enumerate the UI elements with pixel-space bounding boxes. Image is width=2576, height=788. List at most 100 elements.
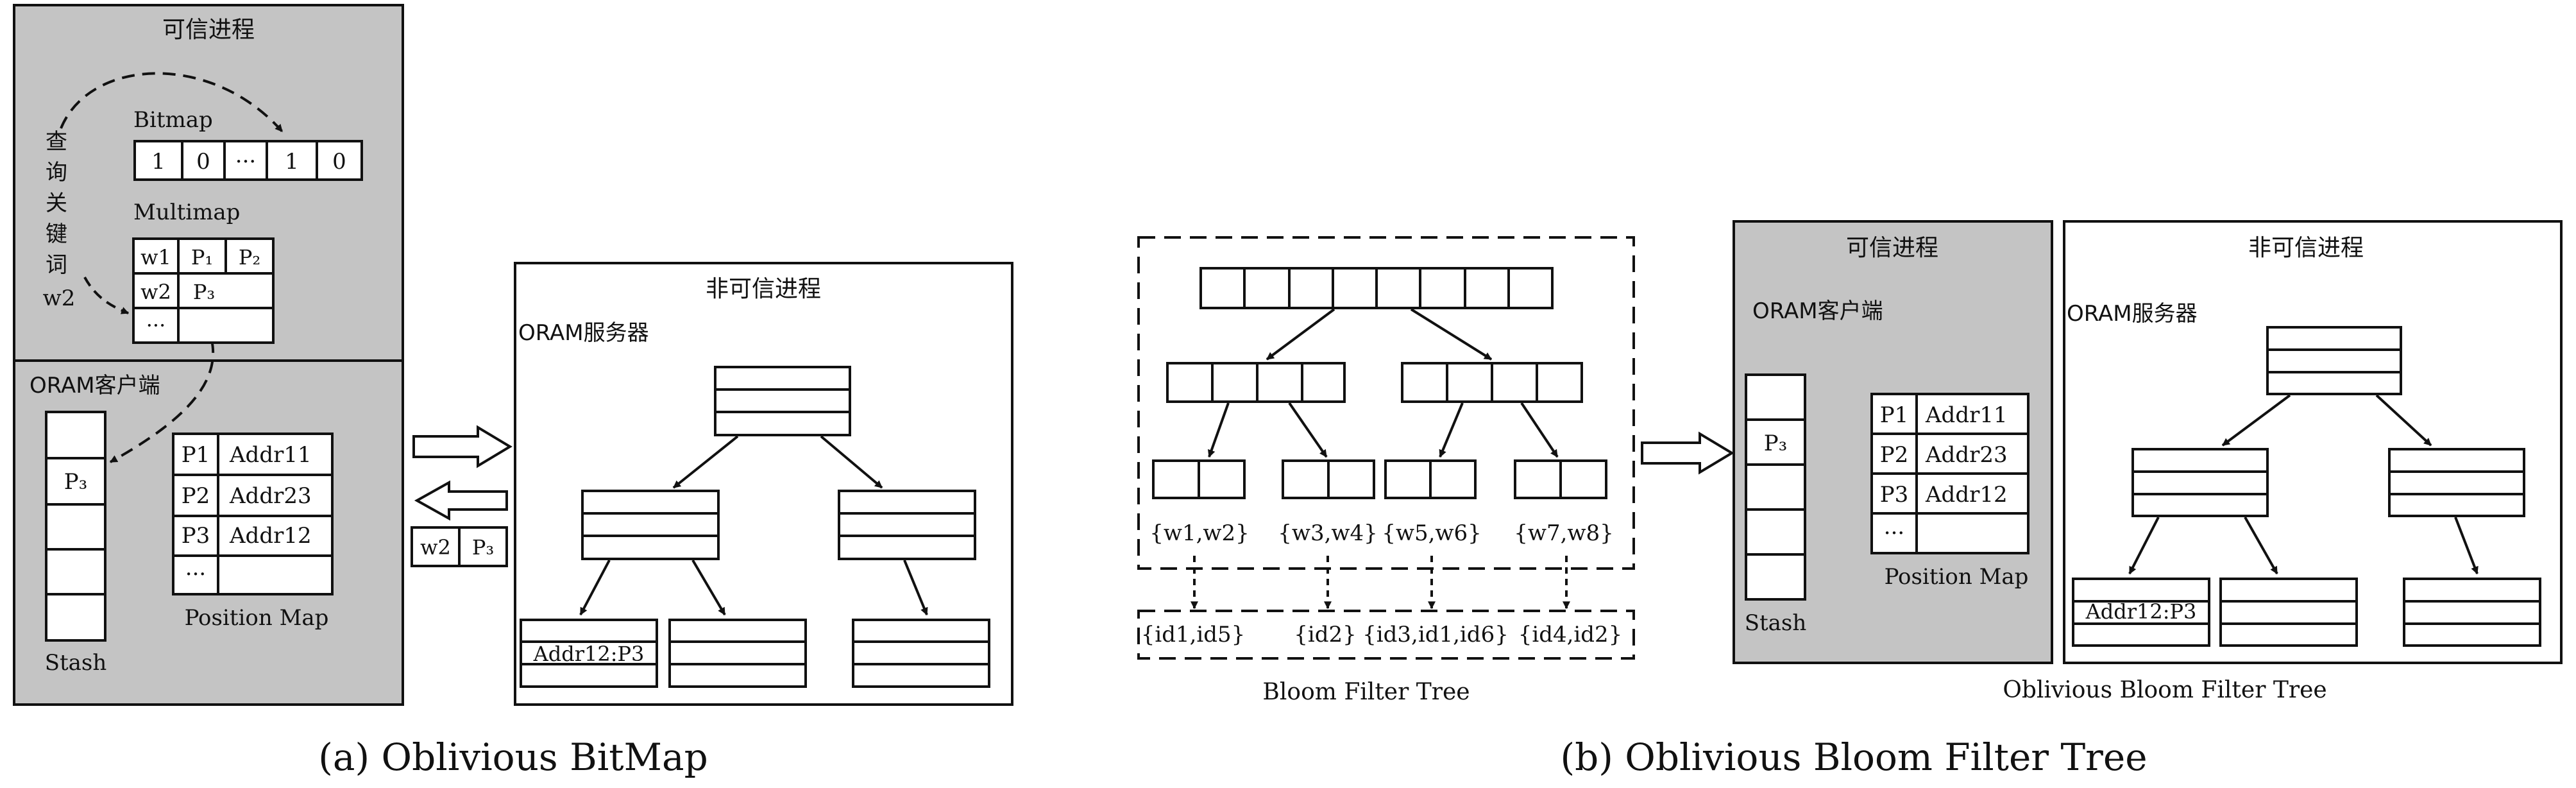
position-map-table-b <box>1870 393 2029 554</box>
multimap-label: Multimap <box>133 200 240 225</box>
tree-leaf-2-b <box>2219 578 2358 647</box>
svg-text:查: 查 <box>46 129 67 155</box>
response-block <box>411 526 508 567</box>
tree-edges-a <box>579 435 928 616</box>
bf-tree-edges <box>1207 308 1559 458</box>
bf-mid-node-right <box>1401 362 1583 403</box>
svg-text:关: 关 <box>46 191 67 216</box>
caption-a: (a) Oblivious BitMap <box>318 735 708 779</box>
tree-node-right-b <box>2388 448 2525 517</box>
svg-text:0: 0 <box>332 149 346 175</box>
svg-text:Addr23: Addr23 <box>1925 442 2008 468</box>
bloom-filter-tree-box <box>1137 236 1635 570</box>
tree-leaf-1-b <box>2072 578 2210 647</box>
stash-entry-b: P₃ <box>1764 431 1788 456</box>
bitmap-array <box>133 140 363 181</box>
tree-node-left-b <box>2131 448 2269 517</box>
svg-text:{id1,id5}: {id1,id5} <box>1141 622 1246 647</box>
bitmap-label: Bitmap <box>133 107 213 133</box>
svg-text:询: 询 <box>46 160 67 185</box>
svg-text:Addr12: Addr12 <box>229 523 312 549</box>
response-keyword: w2 <box>420 535 451 560</box>
position-map-label: Position Map <box>185 605 329 631</box>
untrusted-process-title-b: 非可信进程 <box>2248 235 2364 261</box>
bf-root-node <box>1199 267 1554 309</box>
svg-text:···: ··· <box>235 149 256 175</box>
svg-text:{id3,id1,id6}: {id3,id1,id6} <box>1362 622 1509 647</box>
stash-label-b: Stash <box>1745 610 1807 636</box>
svg-text:Addr12: Addr12 <box>1925 482 2008 508</box>
svg-text:···: ··· <box>185 561 206 587</box>
svg-text:P2: P2 <box>182 483 210 509</box>
request-arrow <box>412 425 513 468</box>
svg-text:P1: P1 <box>182 442 210 468</box>
tree-node-root-b <box>2266 326 2402 395</box>
response-arrow <box>414 480 508 521</box>
stash-column-b <box>1745 373 1806 601</box>
svg-text:P3: P3 <box>182 523 210 549</box>
svg-text:{w1,w2}: {w1,w2} <box>1149 520 1250 546</box>
oram-server-label: ORAM服务器 <box>518 320 649 346</box>
position-map-values: P1 Addr11 P2 Addr23 P3 Addr12 ··· <box>182 442 312 587</box>
tree-leaf-3 <box>852 619 990 688</box>
svg-text:Addr23: Addr23 <box>229 483 312 509</box>
caption-b: (b) Oblivious Bloom Filter Tree <box>1560 735 2147 779</box>
bf-to-id-arrows <box>1191 556 1570 610</box>
svg-text:{id4,id2}: {id4,id2} <box>1518 622 1623 647</box>
position-map-label-b: Position Map <box>1885 564 2029 590</box>
stash-label: Stash <box>45 650 107 676</box>
bf-keyword-sets: {w1,w2} {w3,w4} {w5,w6} {w7,w8} <box>1149 520 1614 546</box>
tree-edges-b <box>2128 394 2479 575</box>
untrusted-process-title: 非可信进程 <box>706 276 821 302</box>
svg-text:P3: P3 <box>1880 482 1909 508</box>
svg-text:{w3,w4}: {w3,w4} <box>1278 520 1378 546</box>
query-keyword-label: 查 询 关 键 词 <box>46 129 67 278</box>
bf-mid-node-left <box>1166 362 1346 403</box>
oram-client-label: ORAM客户端 <box>30 373 160 398</box>
oram-server-label-b: ORAM服务器 <box>2067 301 2198 327</box>
svg-text:Addr11: Addr11 <box>1925 402 2008 428</box>
svg-text:P1: P1 <box>1880 402 1909 428</box>
svg-text:{w5,w6}: {w5,w6} <box>1382 520 1482 546</box>
response-position: P₃ <box>472 535 494 560</box>
query-keyword-value: w2 <box>43 286 76 311</box>
svg-text:0: 0 <box>196 149 210 175</box>
svg-text:1: 1 <box>151 149 165 175</box>
bf-to-oram-arrow <box>1641 431 1734 475</box>
tree-leaf-2 <box>668 619 807 688</box>
tree-node-right <box>838 490 976 560</box>
tree-node-left <box>581 490 720 560</box>
oblivious-bft-label: Oblivious Bloom Filter Tree <box>2003 677 2326 703</box>
svg-text:键: 键 <box>46 221 67 247</box>
svg-text:P₃: P₃ <box>193 280 215 304</box>
query-to-bitmap-arrow <box>60 72 284 133</box>
multimap-values: w1 P₁ P₂ w2 P₃ ··· <box>140 245 260 338</box>
stash-column <box>45 411 106 642</box>
query-to-multimap-arrow <box>83 277 130 314</box>
oram-tree-a <box>520 366 990 688</box>
multimap-table <box>132 237 275 344</box>
position-map-table <box>172 433 334 595</box>
svg-text:{id2}: {id2} <box>1294 622 1357 647</box>
svg-text:1: 1 <box>285 149 299 175</box>
svg-text:···: ··· <box>146 313 166 338</box>
tree-node-root <box>714 366 851 436</box>
oram-client-label-b: ORAM客户端 <box>1752 298 1883 324</box>
svg-text:···: ··· <box>1884 520 1904 546</box>
multimap-to-client-arrow <box>109 339 215 463</box>
id-sets: {id1,id5} {id2} {id3,id1,id6} {id4,id2} <box>1141 622 1623 647</box>
tree-leaf-3-b <box>2403 578 2541 647</box>
id-sets-box <box>1137 610 1635 660</box>
svg-text:P₁: P₁ <box>191 245 213 270</box>
svg-text:词: 词 <box>46 252 67 278</box>
svg-text:P2: P2 <box>1880 442 1909 468</box>
tree-leaf-1 <box>520 619 658 688</box>
trusted-process-title-b: 可信进程 <box>1846 235 1938 261</box>
oram-tree-b <box>2072 326 2541 647</box>
svg-text:w2: w2 <box>140 280 171 304</box>
leaf-address-label-b: Addr12:P3 <box>2085 599 2197 624</box>
bloom-filter-tree-label: Bloom Filter Tree <box>1262 679 1470 705</box>
svg-text:w1: w1 <box>140 245 171 270</box>
bf-leaf-nodes <box>1152 459 1607 499</box>
